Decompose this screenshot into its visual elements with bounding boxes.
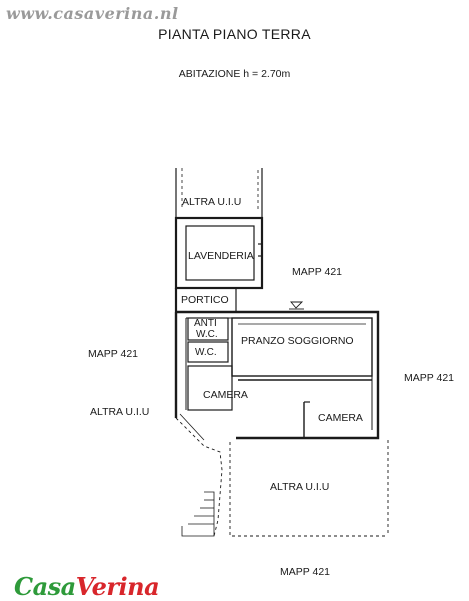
plan-title: PIANTA PIANO TERRA: [158, 26, 311, 42]
wall-altra-left-dashed: [175, 417, 223, 537]
wall-pranzo: [231, 317, 373, 377]
wall-wc: [187, 341, 229, 363]
watermark-text: www.casaverina.nl: [6, 4, 179, 23]
label-mapp-left: MAPP 421: [88, 348, 139, 360]
label-portico: PORTICO: [181, 294, 229, 306]
label-wc: W.C.: [195, 347, 217, 358]
plan-subtitle: ABITAZIONE h = 2.70m: [178, 68, 291, 80]
wall-altra-bottom-dashed: [229, 442, 388, 537]
logo-casa: Casa: [14, 572, 76, 601]
label-altra-top: ALTRA U.I.U: [182, 196, 242, 208]
logo-verina: Verina: [75, 572, 160, 601]
label-lavanderia: LAVENDERIA: [188, 250, 254, 262]
label-anti: ANTI: [194, 318, 217, 329]
label-mapp-bottom: MAPP 421: [280, 566, 331, 578]
label-anti-wc: W.C.: [196, 329, 218, 340]
label-altra-left: ALTRA U.I.U: [90, 406, 150, 418]
label-camera-left: CAMERA: [203, 389, 248, 401]
casaverina-logo: CasaVerina: [14, 572, 160, 601]
label-altra-bottom: ALTRA U.I.U: [270, 481, 330, 493]
wall-anti-wc: [187, 317, 229, 341]
wall-main-outer: [176, 310, 380, 440]
label-mapp-top: MAPP 421: [292, 266, 343, 278]
label-camera-right: CAMERA: [318, 412, 363, 424]
label-mapp-right: MAPP 421: [404, 372, 455, 384]
wall-lavanderia-outer: [174, 216, 264, 290]
entrance-marker: [290, 301, 304, 309]
wall-camera-left: [187, 365, 233, 411]
stairs: [181, 491, 215, 537]
label-pranzo-soggiorno: PRANZO SOGGIORNO: [241, 335, 354, 347]
wall-lavanderia-inner: [185, 225, 255, 281]
